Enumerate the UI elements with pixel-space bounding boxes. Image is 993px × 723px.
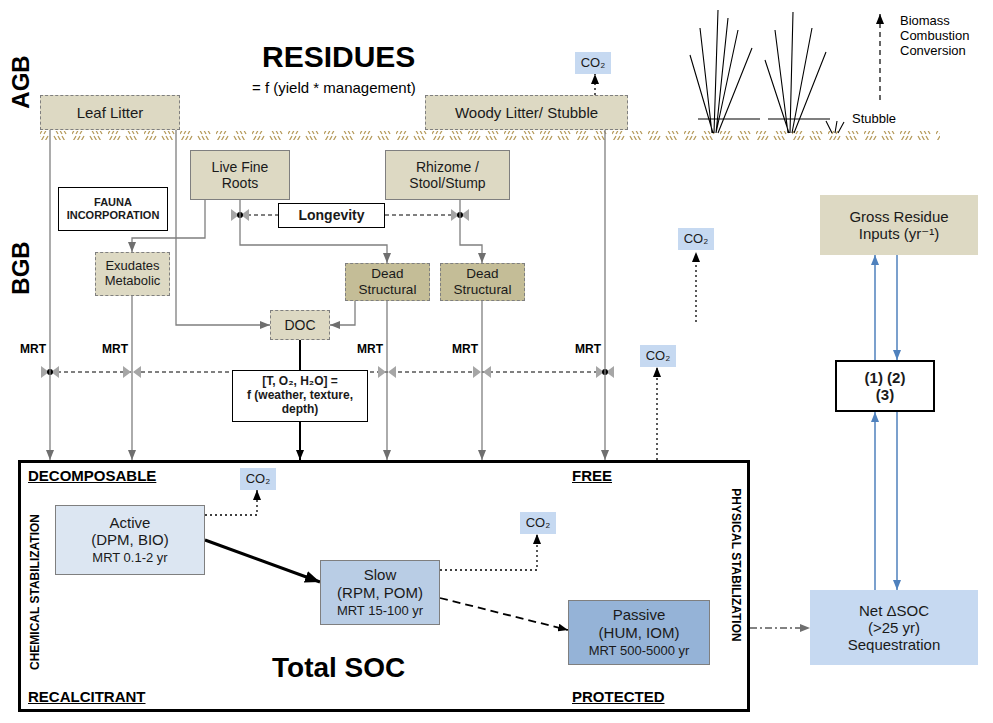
flow-arrow xyxy=(299,340,301,370)
box-text: Leaf Litter xyxy=(77,104,144,121)
litter-box: Leaf Litter xyxy=(40,95,180,130)
part-label: Stubble xyxy=(852,112,896,127)
mrt-label: MRT xyxy=(452,343,478,357)
box-text: Rhizome / Stool/Stump xyxy=(409,159,485,191)
zone-label: AGB xyxy=(7,55,35,108)
root-box: Live Fine Roots xyxy=(190,150,290,200)
box-text: FAUNA INCORPORATION xyxy=(67,196,160,221)
residue-box: Dead Structural xyxy=(440,263,525,301)
root-box: Rhizome / Stool/Stump xyxy=(385,150,510,200)
box-subtext: MRT 500-5000 yr xyxy=(589,644,690,659)
mrt-label: MRT xyxy=(102,343,128,357)
process-label-box: Longevity xyxy=(278,203,385,228)
stubble-plants xyxy=(690,10,844,133)
box-text: (1) (2) (3) xyxy=(865,369,906,404)
box-text: Dead Structural xyxy=(359,266,417,297)
flow-arrow xyxy=(205,490,257,515)
zone-label: RECALCITRANT xyxy=(28,688,146,705)
box-subtext: MRT 15-100 yr xyxy=(337,604,423,619)
pool-box: Active (DPM, BIO) MRT 0.1-2 yr xyxy=(55,505,205,575)
ground-surface xyxy=(40,131,940,140)
axis-label: PHYSICAL STABILIZATION xyxy=(728,488,742,641)
co2-box: CO₂ xyxy=(678,228,714,250)
box-text: Passive (HUM, IOM) xyxy=(599,606,680,641)
grass-clump xyxy=(690,10,752,133)
box-text: Dead Structural xyxy=(454,266,512,297)
box-text: Gross Residue Inputs (yr⁻¹) xyxy=(849,208,948,243)
box-text: CO₂ xyxy=(526,516,551,531)
box-text: CO₂ xyxy=(684,232,709,247)
flow-arrow xyxy=(750,627,810,629)
formula-label: = f (yield * management) xyxy=(252,79,416,96)
flow-arrow xyxy=(594,74,595,95)
box-text: Slow (RPM, POM) xyxy=(337,566,423,601)
zone-label: FREE xyxy=(572,467,612,484)
mrt-label: MRT xyxy=(357,343,383,357)
flow-arrow xyxy=(131,296,132,460)
flow-arrow xyxy=(874,255,876,360)
residue-box: Exudates Metabolic xyxy=(95,252,170,296)
box-text: CO₂ xyxy=(646,349,671,364)
pool-box: Slow (RPM, POM) MRT 15-100 yr xyxy=(320,560,440,625)
valve-symbols xyxy=(41,209,614,378)
flow-arrow xyxy=(299,422,301,460)
box-subtext: MRT 0.1-2 yr xyxy=(92,551,167,566)
box-text: Net ΔSOC (>25 yr) Sequestration xyxy=(848,602,941,654)
heading-label: RESIDUES xyxy=(262,40,415,75)
co2-flux-arrow xyxy=(695,252,696,322)
flow-arrow xyxy=(49,130,50,460)
box-text: Active (DPM, BIO) xyxy=(91,514,169,549)
flow-arrow xyxy=(656,367,657,460)
box-text: [T, O₂, H₂O] = f (weather, texture, dept… xyxy=(247,375,353,416)
box-text: DOC xyxy=(284,317,315,333)
box-text: CO₂ xyxy=(246,472,271,487)
co2-box: CO₂ xyxy=(575,52,611,74)
flow-arrow xyxy=(896,412,898,590)
co2-box: CO₂ xyxy=(640,345,676,367)
zone-label: BGB xyxy=(7,241,35,294)
equation-box: (1) (2) (3) xyxy=(835,360,935,412)
flow-arrow xyxy=(460,200,482,263)
flow-arrow xyxy=(481,301,482,460)
pool-title: Total SOC xyxy=(272,652,405,684)
flow-arrow xyxy=(896,255,898,360)
mrt-label: MRT xyxy=(575,343,601,357)
flow-arrow xyxy=(386,301,387,460)
flow-arrow xyxy=(330,301,355,325)
flow-arrow xyxy=(440,598,568,630)
doc-box: DOC xyxy=(270,310,330,340)
co2-box: CO₂ xyxy=(240,468,276,490)
flow-arrow xyxy=(604,130,605,460)
residue-box: Dead Structural xyxy=(345,263,430,301)
flow-arrow xyxy=(874,412,876,590)
grass-clump xyxy=(765,12,826,133)
box-text: Longevity xyxy=(298,207,364,223)
process-label-box: FAUNA INCORPORATION xyxy=(58,187,168,231)
box-text: Woody Litter/ Stubble xyxy=(455,104,598,121)
process-note: Biomass Combustion Conversion xyxy=(900,14,969,59)
box-text: CO₂ xyxy=(581,56,606,71)
summary-box: Gross Residue Inputs (yr⁻¹) xyxy=(820,195,978,255)
biomass-removal-arrow xyxy=(879,14,880,100)
box-text: Live Fine Roots xyxy=(212,159,269,191)
co2-box: CO₂ xyxy=(520,512,556,534)
cut-stubble xyxy=(826,121,844,133)
flow-arrow xyxy=(440,534,537,570)
zone-label: PROTECTED xyxy=(572,688,665,705)
axis-label: CHEMICAL STABILIZATION xyxy=(29,514,43,670)
box-text: Exudates Metabolic xyxy=(105,259,161,289)
flow-arrow xyxy=(205,540,320,582)
summary-box: Net ΔSOC (>25 yr) Sequestration xyxy=(810,590,978,665)
litter-box: Woody Litter/ Stubble xyxy=(425,95,628,130)
pool-box: Passive (HUM, IOM) MRT 500-5000 yr xyxy=(568,600,710,665)
valve-dots xyxy=(47,212,608,375)
cut-height-line xyxy=(698,118,830,119)
factor-box: [T, O₂, H₂O] = f (weather, texture, dept… xyxy=(232,370,368,422)
flow-arrow xyxy=(240,200,387,263)
zone-label: DECOMPOSABLE xyxy=(28,467,156,484)
mrt-label: MRT xyxy=(20,343,46,357)
soc-pool-frame: CO₂ Active (DPM, BIO) MRT 0.1-2 yr CO₂ Slow … xyxy=(18,460,750,712)
